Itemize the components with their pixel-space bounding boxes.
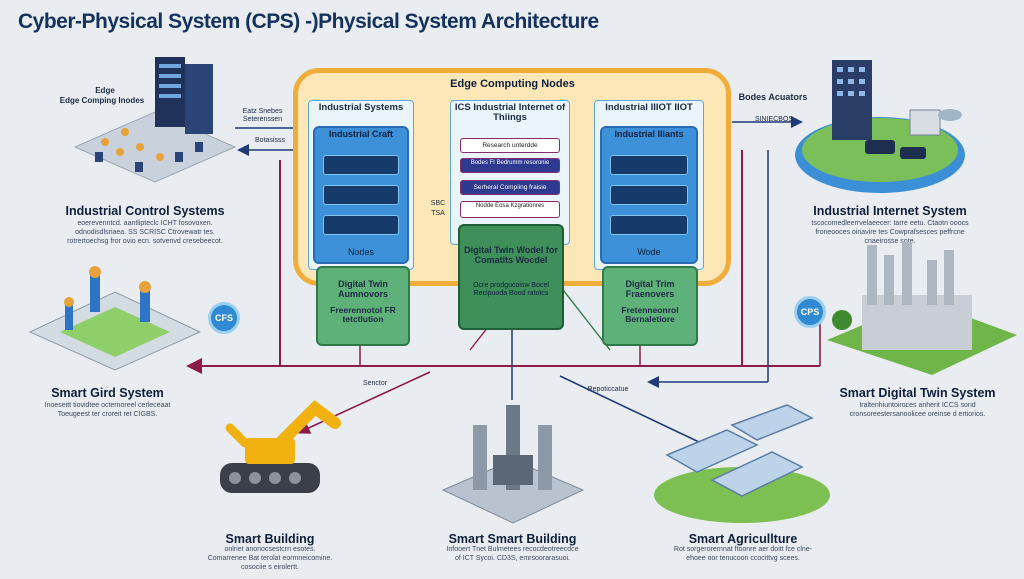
column-heading: Industrial Systems: [318, 102, 404, 113]
edge-server-illustration: [73, 57, 237, 183]
sa-description: Rot sorgerorernnat ftoonre aer doitt fce…: [673, 546, 813, 562]
cps-badge: CPS: [794, 296, 826, 328]
node-subtitle: Edge: [95, 86, 115, 95]
digital-twin-title: Digital Trim Fraenovers: [625, 279, 675, 299]
digital-twin-body: Fretenneonrol Bernaletiore: [621, 305, 679, 325]
edge-computing-title: Edge Computing Nodes: [450, 78, 575, 90]
processor-chip: [323, 215, 399, 235]
column-heading: Industrial IIIOT IIOT: [605, 102, 693, 113]
robot-platform-illustration: [28, 266, 202, 371]
digital-twin-title: Digital Twin Aumnovors: [337, 279, 388, 299]
solar-farm-illustration: [654, 404, 830, 523]
service-tag: Nodde Eosa Kzgrationres: [460, 201, 560, 218]
link-label: Botasisss: [255, 137, 285, 144]
processor-chip: [323, 185, 399, 205]
digital-twin-box: [602, 266, 698, 346]
mid-tag: SBC: [430, 200, 446, 207]
iis-description: tscocomedleerrvelaeecer: tarre eetu. Cta…: [811, 220, 969, 245]
service-tag: Research unterdde: [460, 138, 560, 153]
panel-title: Industrial Craft: [328, 129, 393, 139]
node-title: Bodes Acuators: [738, 92, 808, 102]
processor-chip: [323, 155, 399, 175]
actuator-city-illustration: [795, 60, 965, 193]
digital-twin-box: [458, 224, 564, 330]
digital-twin-box: [316, 266, 410, 346]
processor-chip: [610, 185, 688, 205]
processor-chip: [610, 155, 688, 175]
robotic-arm-illustration: [220, 400, 341, 493]
node-title: Edge Comping Inodes: [59, 96, 145, 105]
ics-description: eoerevenntcd. aantlipteclc ICHT fosovoxe…: [67, 220, 223, 245]
digital-twin-body: Ocre prodgucoisw Bocel Recipuoda Bood ra…: [473, 282, 549, 298]
digital-twin-title: Digital Twin Wodel for Comatits Wocdel: [464, 245, 558, 265]
digital-twin-body: Freerennotol FR tetctlution: [330, 305, 396, 325]
sb2-description: Infooert Tnet Bulmetees recocdeotreecdce…: [446, 546, 579, 562]
sb2-title: Smart Smart Building: [448, 532, 577, 546]
panel-title: Industrial Iliants: [614, 129, 684, 139]
power-plant-illustration: [827, 242, 1017, 375]
sensor-station-illustration: [441, 405, 585, 524]
ics-title: Industrial Control Systems: [65, 204, 225, 218]
sensor-label: Senctor: [362, 380, 388, 387]
report-label: Repoticcatue: [587, 386, 629, 393]
column-heading: ICS Industrial Internet of Thiings: [454, 102, 566, 124]
panel-footer: Nodes: [347, 247, 374, 257]
mid-tag: TSA: [431, 210, 445, 217]
service-tag: Serheral Compiing fraisie: [460, 180, 560, 195]
sgs-title: Smart Gird System: [51, 386, 164, 400]
page-title: Cyber-Physical System (CPS) -)Physical S…: [18, 10, 599, 33]
sb1-description: onlriet anonocsestcrn esotes. Comarrenee…: [207, 546, 333, 571]
processor-chip: [610, 215, 688, 235]
sgs-description: Inoeseitt tiovidtee octernoreel cerlecea…: [44, 402, 171, 418]
service-tag: Bodes FI Bedrumm resoronie: [460, 158, 560, 173]
link-label: SINIECBOS: [754, 116, 794, 123]
link-label: Eatz Snebes Seterenssen: [242, 108, 283, 124]
sa-title: Smart Agricullture: [688, 532, 798, 546]
cps-badge: CFS: [208, 302, 240, 334]
iis-title: Industrial Internet System: [813, 204, 967, 218]
sb1-title: Smart Building: [225, 532, 315, 546]
panel-footer: Wode: [637, 247, 661, 257]
sdts-title: Smart Digital Twin System: [839, 386, 996, 400]
sdts-description: Iraltenhiuntoiroces anherit ICCS sond cr…: [849, 402, 986, 418]
